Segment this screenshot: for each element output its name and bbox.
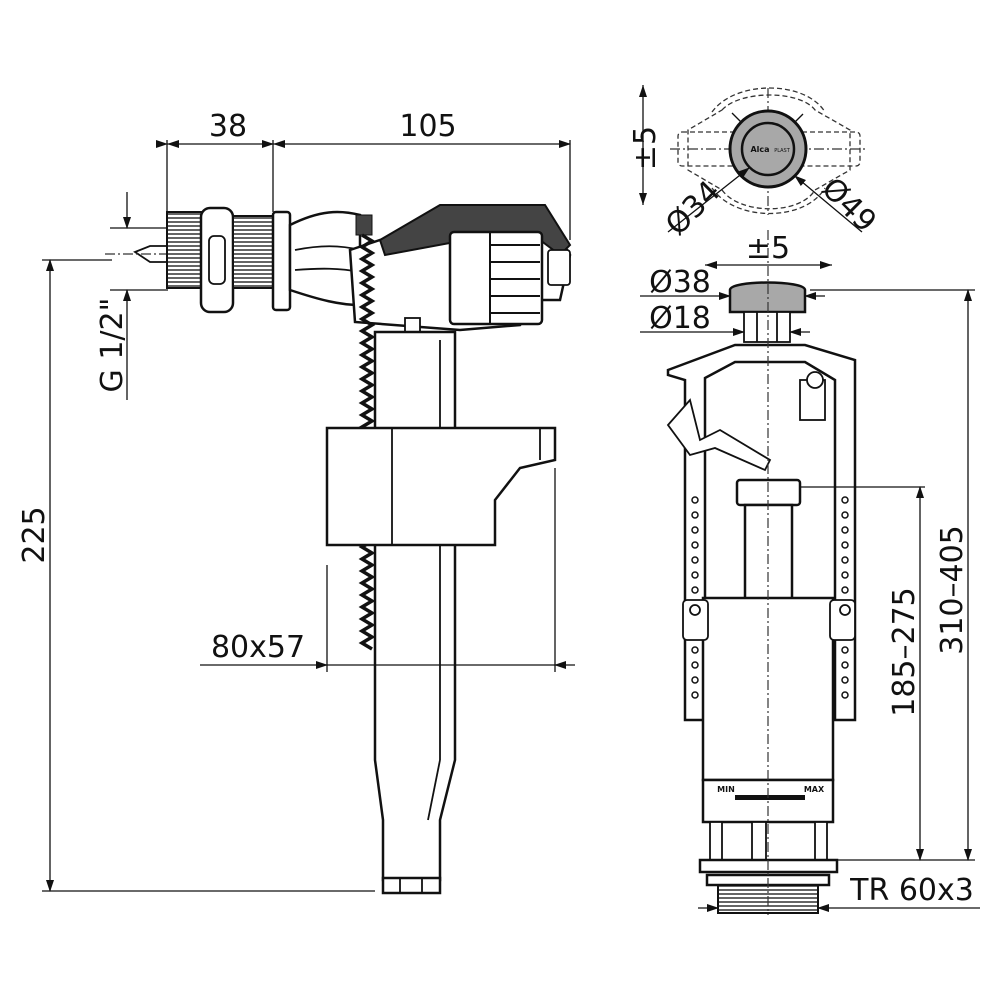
logo-plast: PLAST	[774, 148, 791, 154]
dim-label-38: 38	[209, 109, 247, 144]
dimension-thread: G 1/2"	[95, 192, 168, 400]
dimension-225: 225	[17, 259, 375, 892]
scale-max-label: MAX	[804, 785, 825, 794]
flush-valve-side-view: ±5 Ø38 Ø18 MIN MAX	[640, 230, 980, 915]
fill-valve: 38 105 G 1/2" 225	[17, 109, 575, 895]
dim-label-d38: Ø38	[649, 265, 711, 300]
dim-label-105: 105	[399, 109, 456, 144]
logo-alca: Alca	[750, 145, 769, 154]
valve-head	[348, 204, 572, 333]
dim-label-225: 225	[17, 506, 52, 563]
dim-label-d34: Ø34	[659, 174, 727, 242]
scale-min-label: MIN	[717, 785, 735, 794]
dim-label-d18: Ø18	[649, 301, 711, 336]
dim-label-tr60x3: TR 60x3	[849, 873, 974, 908]
dim-label-80x57: 80x57	[211, 630, 305, 665]
inlet-fitting	[105, 206, 362, 314]
dimension-38: 38 105	[156, 109, 571, 240]
dim-label-185-275: 185–275	[887, 587, 922, 717]
dim-label-310-405: 310–405	[935, 525, 970, 655]
dimension-80x57: 80x57	[200, 468, 575, 672]
valve-tube	[373, 330, 457, 895]
dim-label-top-offset: ±5	[628, 126, 663, 170]
dim-label-g12: G 1/2"	[95, 298, 130, 393]
flush-valve-top-view: ±5 Alca PLAST Ø34 Ø49	[628, 85, 883, 243]
dim-label-d49: Ø49	[814, 171, 882, 239]
float-box	[325, 426, 557, 547]
